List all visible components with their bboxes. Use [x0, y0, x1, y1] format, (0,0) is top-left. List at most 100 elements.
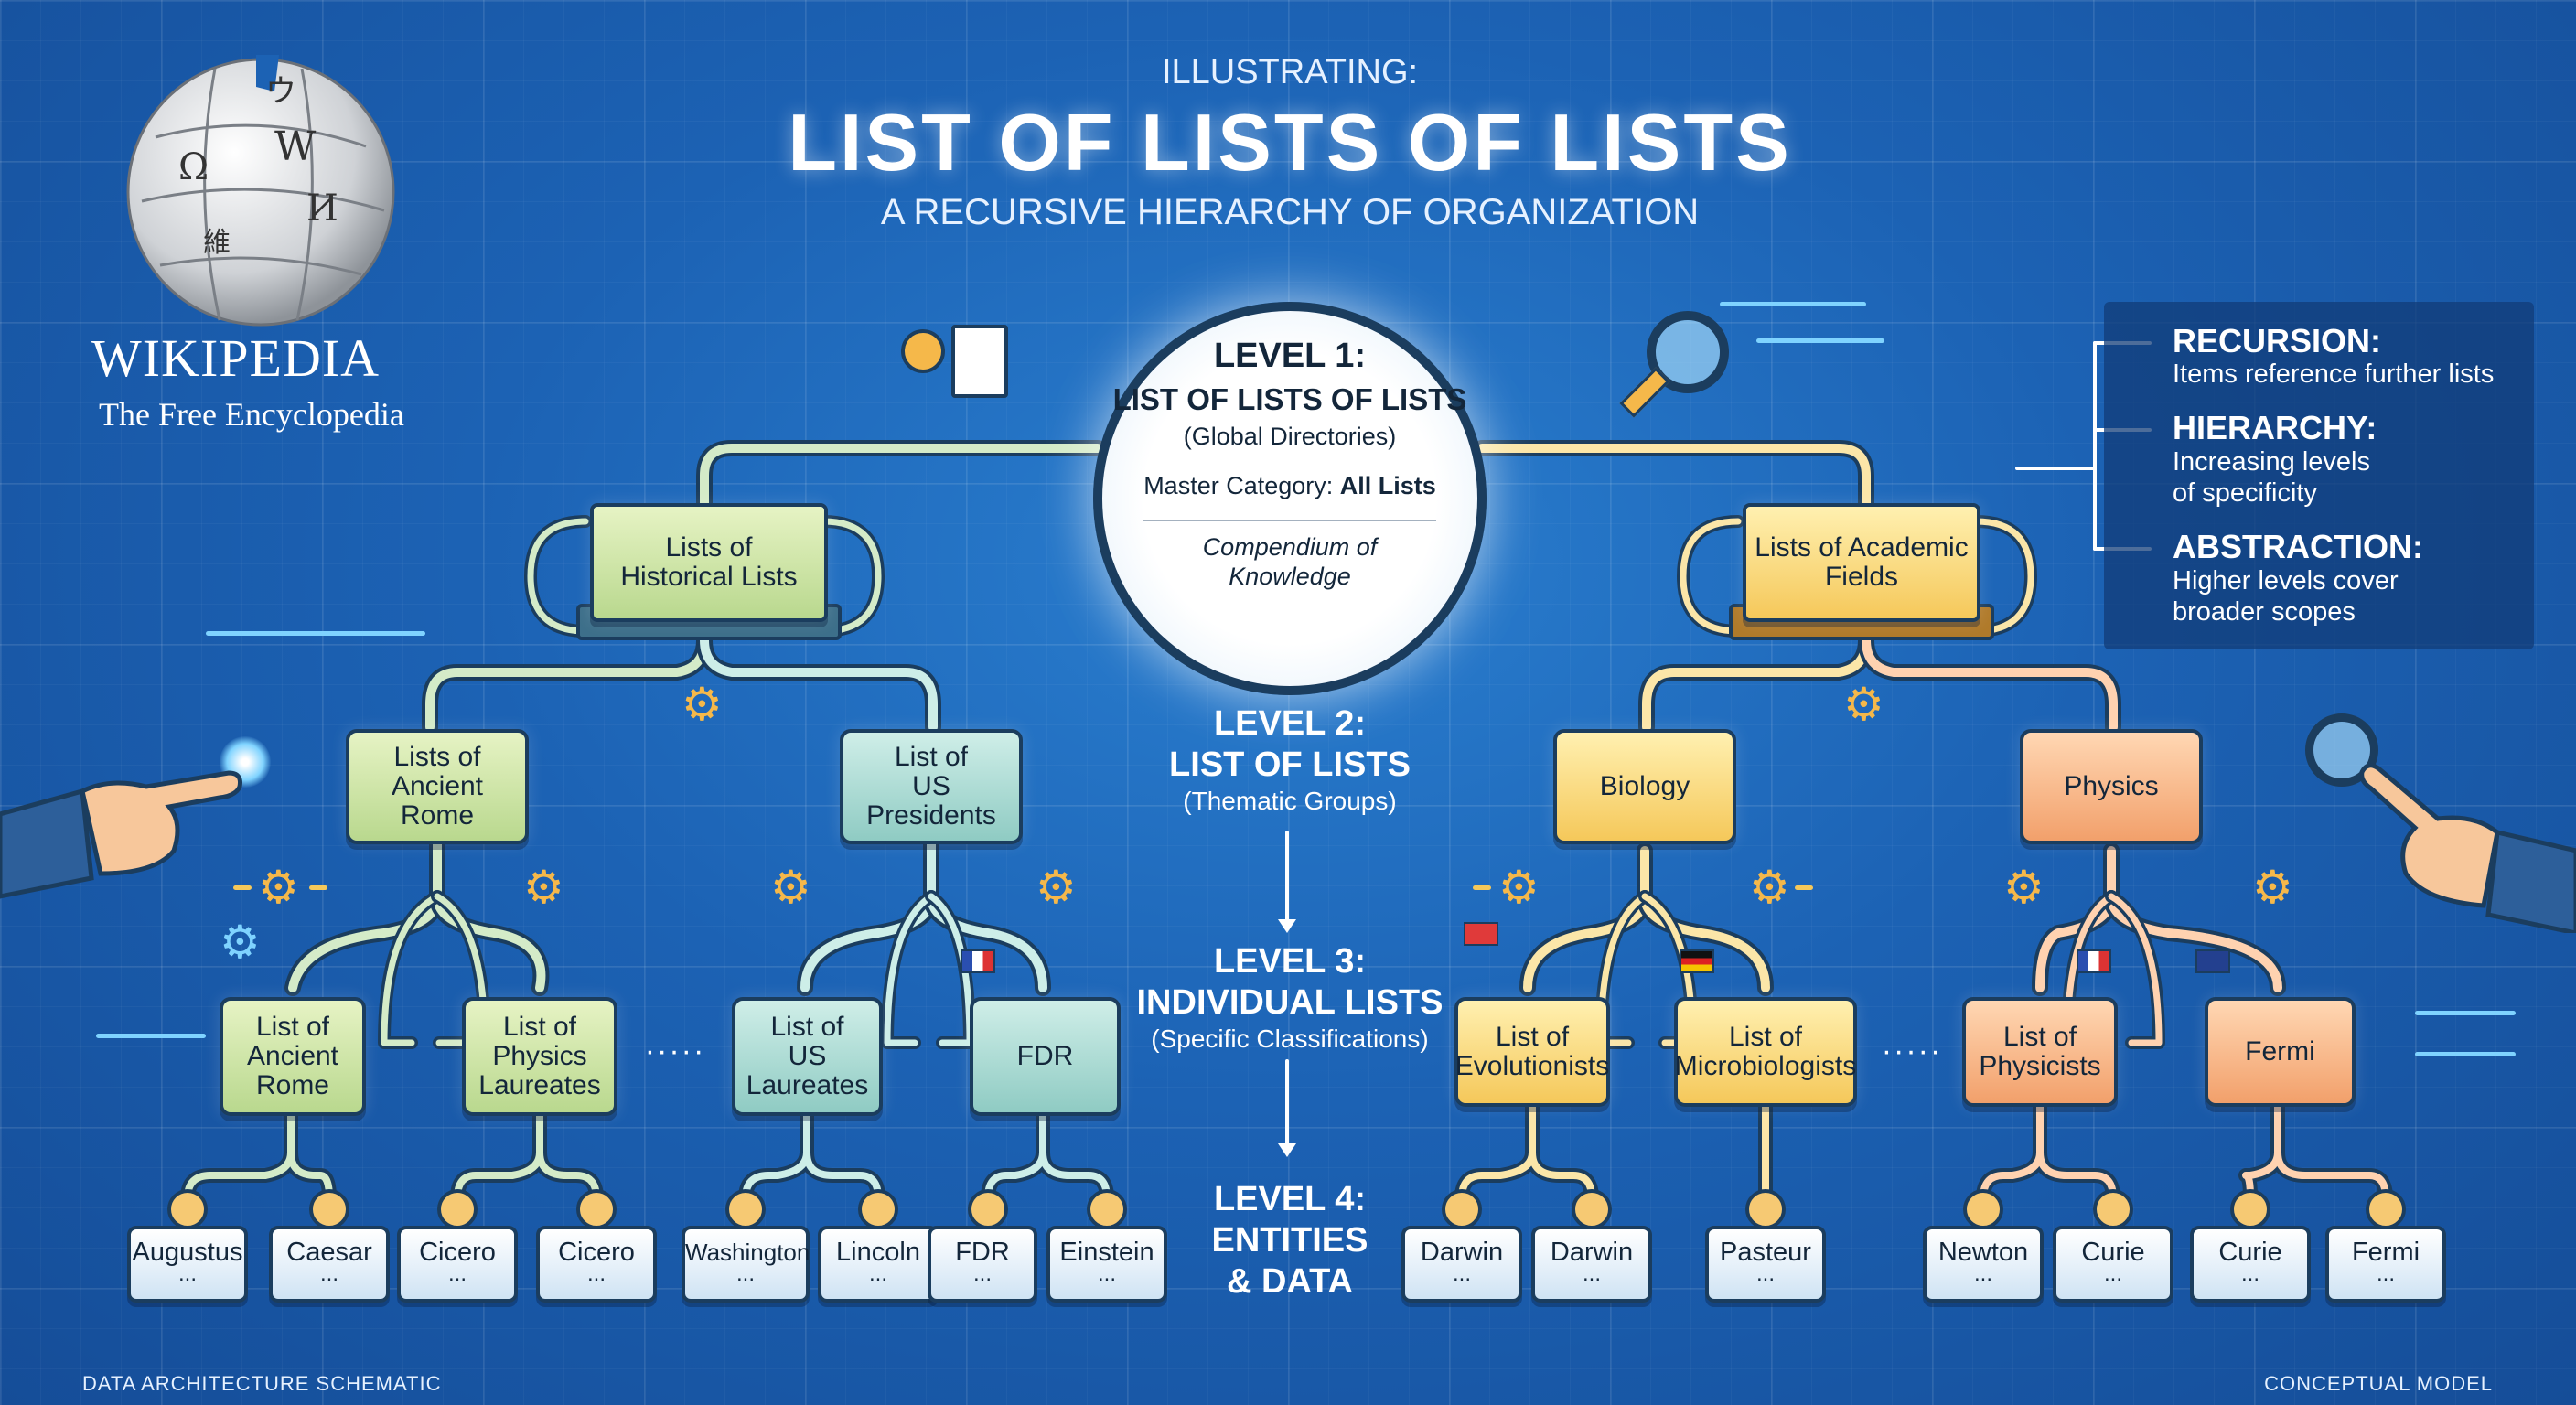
- level2-desc: (Thematic Groups): [1183, 787, 1397, 815]
- leaf-ellipsis: ...: [2240, 1261, 2259, 1286]
- gear-icon: ⚙: [2252, 861, 2293, 914]
- node-list-us-presidents[interactable]: List of US Presidents: [840, 729, 1023, 844]
- legend-hierarchy-desc: Increasing levels of specificity: [2173, 447, 2370, 508]
- leaf-label: Fermi: [2351, 1238, 2420, 1267]
- glyph-i: И: [306, 188, 338, 230]
- page-title: LIST OF LISTS OF LISTS: [788, 97, 1792, 188]
- leaf-label: Lincoln: [836, 1238, 920, 1267]
- node-lists-ancient-rome[interactable]: Lists of Ancient Rome: [346, 729, 529, 844]
- leaf-ellipsis: ...: [1097, 1261, 1116, 1286]
- leaf-einstein[interactable]: Einstein...: [1046, 1226, 1167, 1303]
- dash-accent: [233, 885, 252, 890]
- leaf-darwin[interactable]: Darwin...: [1401, 1226, 1522, 1303]
- node-fdr[interactable]: FDR: [970, 997, 1121, 1116]
- flow-line: [1756, 338, 1884, 343]
- leaf-fdr[interactable]: FDR...: [928, 1226, 1037, 1303]
- flag-badge-icon: [437, 1189, 478, 1229]
- book-academic-fields[interactable]: Lists of Academic Fields: [1743, 503, 1980, 622]
- node-fermi[interactable]: Fermi: [2205, 997, 2356, 1107]
- leaf-curie[interactable]: Curie...: [2053, 1226, 2174, 1303]
- leaf-ellipsis: ...: [177, 1261, 197, 1286]
- avatar-icon: [167, 1189, 208, 1229]
- node-list-us-laureates[interactable]: List of US Laureates: [732, 997, 883, 1116]
- divider: [1143, 520, 1436, 521]
- leaf-label: Cicero: [419, 1238, 496, 1267]
- flow-line: [96, 1034, 206, 1038]
- logo-tagline: The Free Encyclopedia: [99, 396, 404, 433]
- level1-desc: (Global Directories): [1183, 423, 1397, 450]
- page-subtitle: A RECURSIVE HIERARCHY OF ORGANIZATION: [880, 192, 1700, 232]
- legend-abstraction-desc: Higher levels cover broader scopes: [2173, 566, 2399, 627]
- scales-badge-icon: [1963, 1189, 2003, 1229]
- node-biology[interactable]: Biology: [1553, 729, 1736, 844]
- node-list-evolutionists[interactable]: List of Evolutionists: [1454, 997, 1610, 1107]
- node-list-physicists[interactable]: List of Physicists: [1962, 997, 2118, 1107]
- flow-line: [1720, 302, 1866, 306]
- leaf-curie-2[interactable]: Curie...: [2190, 1226, 2311, 1303]
- level3-title: LEVEL 3:: [1213, 942, 1367, 981]
- leaf-ellipsis: ...: [319, 1261, 338, 1286]
- leaf-pasteur[interactable]: Pasteur...: [1705, 1226, 1826, 1303]
- legend-abstraction-title: ABSTRACTION:: [2173, 528, 2423, 565]
- leaf-caesar[interactable]: Caesar...: [269, 1226, 390, 1303]
- leaf-ellipsis: ...: [1582, 1261, 1601, 1286]
- flag-badge-icon: [968, 1189, 1008, 1229]
- pointing-hand-icon: [0, 770, 242, 899]
- node-physics[interactable]: Physics: [2020, 729, 2203, 844]
- legend-recursion-title: RECURSION:: [2173, 322, 2382, 359]
- level4-name: ENTITIES: [1211, 1221, 1368, 1260]
- gear-icon: ⚙: [770, 861, 811, 914]
- leaf-label: Einstein: [1059, 1238, 1154, 1267]
- red-flag-icon: [1464, 922, 1498, 946]
- leaf-augustus[interactable]: Augustus...: [127, 1226, 248, 1303]
- leaf-label: Darwin: [1550, 1238, 1634, 1267]
- gear-icon: ⚙: [2003, 861, 2045, 914]
- master-category: Master Category: All Lists: [1125, 472, 1454, 500]
- node-list-physics-laureates[interactable]: List of Physics Laureates: [462, 997, 617, 1116]
- leaf-label: Cicero: [558, 1238, 635, 1267]
- flag-badge-icon: [2230, 1189, 2270, 1229]
- leaf-washington[interactable]: Washington...: [682, 1226, 810, 1303]
- gear-icon: ⚙: [1843, 678, 1884, 731]
- leaf-ellipsis: ...: [972, 1261, 992, 1286]
- node-list-ancient-rome[interactable]: List of Ancient Rome: [220, 997, 366, 1116]
- dash-accent: [309, 885, 327, 890]
- logo-wordmark: WIKIPEDIA: [91, 328, 381, 388]
- gear-icon: ⚙: [1036, 861, 1077, 914]
- legend-panel: [2104, 302, 2534, 649]
- leaf-ellipsis: ...: [1452, 1261, 1471, 1286]
- french-flag-icon: [2077, 949, 2111, 973]
- leaf-darwin-2[interactable]: Darwin...: [1531, 1226, 1652, 1303]
- avatar-icon: [1745, 1189, 1786, 1229]
- leaf-label: Caesar: [286, 1238, 372, 1267]
- leaf-lincoln[interactable]: Lincoln...: [818, 1226, 939, 1303]
- master-label: Master Category:: [1143, 472, 1334, 499]
- flow-line: [2415, 1052, 2516, 1056]
- gear-icon: ⚙: [523, 861, 564, 914]
- chart-badge-icon: [1087, 1189, 1127, 1229]
- avatar-icon: [1442, 1189, 1482, 1229]
- leaf-fermi[interactable]: Fermi...: [2325, 1226, 2446, 1303]
- legend-hierarchy-title: HIERARCHY:: [2173, 409, 2377, 446]
- glyph-w: W: [274, 123, 317, 170]
- person-icon: [901, 329, 945, 373]
- dash-accent: [1473, 885, 1491, 890]
- leaf-cicero-2[interactable]: Cicero...: [536, 1226, 657, 1303]
- leaf-ellipsis: ...: [586, 1261, 606, 1286]
- flag-badge-icon: [725, 1189, 766, 1229]
- leaf-ellipsis: ...: [868, 1261, 887, 1286]
- node-list-microbiologists[interactable]: List of Microbiologists: [1674, 997, 1857, 1107]
- master-value: All Lists: [1339, 472, 1436, 499]
- level4-title: LEVEL 4:: [1213, 1180, 1367, 1218]
- dash-accent: [1795, 885, 1813, 890]
- leaf-newton[interactable]: Newton...: [1923, 1226, 2044, 1303]
- book-historical-lists[interactable]: Lists of Historical Lists: [590, 503, 828, 622]
- footer-left: DATA ARCHITECTURE SCHEMATIC: [82, 1372, 442, 1395]
- chart-badge-icon: [2366, 1189, 2406, 1229]
- uk-flag-icon: [2195, 949, 2230, 973]
- leaf-cicero[interactable]: Cicero...: [397, 1226, 518, 1303]
- glyph-omega: Ω: [178, 146, 209, 188]
- level4-name-2: & DATA: [1227, 1262, 1353, 1301]
- level1-circle: [1093, 302, 1487, 695]
